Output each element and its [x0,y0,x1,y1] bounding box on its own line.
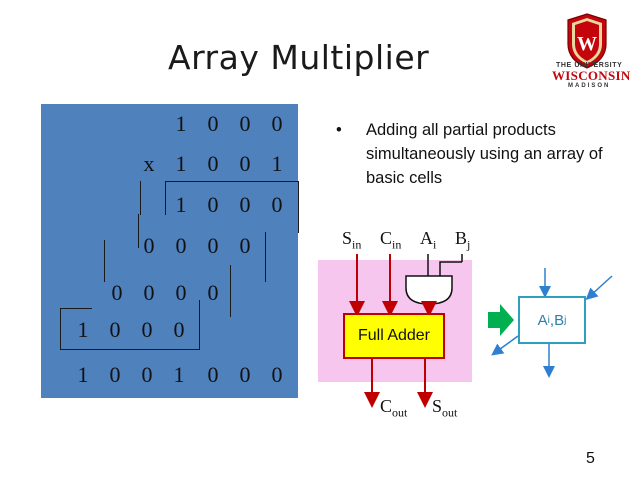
result-digit: 0 [239,362,251,387]
b-j-sub: j [467,237,471,252]
multiplier-digit: 1 [175,151,187,176]
logo-wordmark: WISCONSIN [552,68,631,83]
partial-product-2-digit: 0 [175,233,187,258]
c-out-label: Cout [380,396,407,421]
a-i-base: A [420,228,433,248]
partial-product-3-digit: 0 [143,280,155,305]
s-in-label: Sin [342,228,361,253]
partial-product-2-digit: 0 [207,233,219,258]
result-digit: 0 [141,362,153,387]
grid-line [230,265,231,317]
bullet-item: Adding all partial products simultaneous… [366,121,603,187]
logo-top-line: THE UNIVERSITY [556,62,623,69]
s-in-base: S [342,228,353,248]
partial-product-1-digit: 0 [207,192,219,217]
partial-product-4-digit: 0 [141,317,153,342]
multiply-operator: x [143,151,155,176]
partial-product-4-digit: 0 [109,317,121,342]
result-digit: 1 [77,362,89,387]
partial-product-3-digit: 0 [207,280,219,305]
bullet-dot-icon: • [336,121,342,139]
partial-product-3-digit: 0 [111,280,123,305]
cell-a: A [537,311,548,329]
multiplier-digit: 1 [271,151,283,176]
cell-in-arrow-topright [585,275,613,301]
multiplicand-digit: 1 [175,111,187,136]
result-digit: 0 [271,362,283,387]
page-number: 5 [586,450,595,467]
c-out-sub: out [392,405,408,420]
cell-a-sub: i [547,314,550,326]
uw-crest-icon: W [567,13,607,69]
b-j-base: B [455,228,468,248]
c-in-base: C [380,228,393,248]
logo-bottom-line: MADISON [568,83,611,89]
grid-line [199,300,200,350]
c-in-sub: in [392,237,402,252]
result-digit: 0 [109,362,121,387]
grid-line [165,181,298,182]
s-out-label: Sout [432,396,457,421]
grid-line [60,349,200,350]
result-digit: 0 [207,362,219,387]
and-gate-icon [405,275,453,305]
grid-line [60,308,61,350]
b-j-wire-bend [439,261,462,276]
cell-sep: , [549,311,555,329]
s-in-sub: in [352,237,362,252]
cell-b: B [554,311,565,329]
s-out-base: S [432,396,443,416]
multiplicand-digit: 0 [239,111,251,136]
multiplier-digit: 0 [239,151,251,176]
grid-line [104,240,105,282]
multiplier-digit: 0 [207,151,219,176]
slide-title: Array Multiplier [168,38,430,77]
partial-product-3-digit: 0 [175,280,187,305]
cell-b-sub: j [564,314,567,326]
grid-line [165,181,166,215]
s-out-sub: out [442,405,458,420]
multiplicand-digit: 0 [271,111,283,136]
result-digit: 1 [173,362,185,387]
grid-line [140,181,141,215]
partial-product-2-digit: 0 [143,233,155,258]
grid-line [298,181,299,233]
a-i-label: Ai [420,228,436,253]
cell-out-arrow-left [491,335,519,356]
svg-text:W: W [577,33,597,55]
partial-product-1-digit: 1 [175,192,187,217]
partial-product-4-digit: 0 [173,317,185,342]
grid-line [265,232,266,282]
partial-product-4-digit: 1 [77,317,89,342]
partial-product-2-digit: 0 [239,233,251,258]
partial-product-1-digit: 0 [239,192,251,217]
partial-product-1-digit: 0 [271,192,283,217]
b-j-label: Bj [455,228,470,253]
grid-line [138,214,139,248]
full-adder-box: Full Adder [343,313,445,359]
grid-line [60,308,92,309]
a-i-sub: i [433,237,437,252]
green-arrow-icon [488,304,514,336]
multiplicand-digit: 0 [207,111,219,136]
c-in-label: Cin [380,228,401,253]
c-out-base: C [380,396,393,416]
